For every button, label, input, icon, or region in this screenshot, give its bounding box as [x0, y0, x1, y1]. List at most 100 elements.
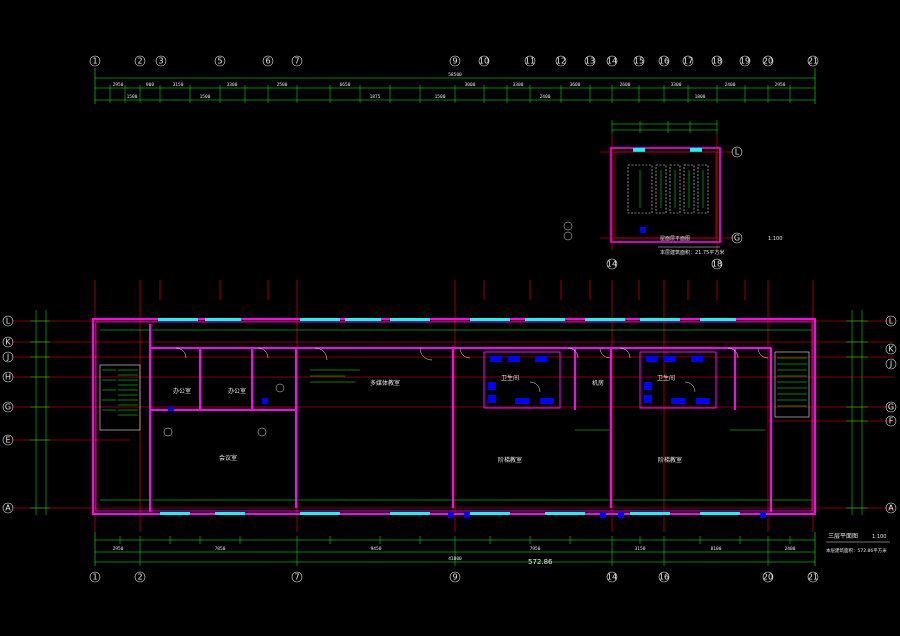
- svg-text:3300: 3300: [513, 82, 524, 88]
- detail-axis-label: L: [735, 148, 740, 157]
- svg-text:2600: 2600: [620, 82, 631, 88]
- axis-label: 5: [217, 57, 222, 66]
- svg-text:9: 9: [452, 573, 457, 582]
- svg-text:1500: 1500: [127, 94, 138, 100]
- axis-label: 6: [265, 57, 270, 66]
- svg-text:2400: 2400: [785, 546, 796, 552]
- axis-label: 18: [712, 57, 722, 66]
- axis-label: 14: [607, 57, 617, 66]
- svg-text:9450: 9450: [371, 546, 382, 552]
- axis-label: 10: [479, 57, 489, 66]
- plan-scale: 1:100: [872, 534, 886, 540]
- right-stair: [774, 351, 810, 418]
- axis-label: 12: [556, 57, 566, 66]
- detail-axis-label: 18: [712, 260, 722, 269]
- detail-scale: 1:100: [768, 236, 782, 242]
- right-axis-bubbles: [885, 315, 897, 514]
- main-walls: [92, 318, 816, 515]
- total-area-label: 572.86: [528, 558, 553, 566]
- room-labels: 办公室 办公室 会议室 多媒体教室 阶梯教室 阶梯教室 机房 卫生间 卫生间: [173, 374, 682, 464]
- svg-text:3300: 3300: [227, 82, 238, 88]
- top-dim-ticks: [109, 85, 791, 103]
- svg-text:6650: 6650: [340, 82, 351, 88]
- axis-label: 1: [92, 57, 97, 66]
- left-dims: [30, 310, 50, 515]
- room-office2: 办公室: [228, 387, 246, 395]
- svg-text:1: 1: [92, 573, 97, 582]
- toilet-right: [639, 351, 717, 409]
- svg-text:2500: 2500: [277, 82, 288, 88]
- svg-text:2950: 2950: [113, 82, 124, 88]
- svg-text:G: G: [5, 403, 11, 412]
- svg-text:41800: 41800: [448, 556, 462, 562]
- axis-label: 17: [683, 57, 693, 66]
- svg-text:3300: 3300: [671, 82, 682, 88]
- axis-label: 20: [763, 57, 773, 66]
- bottom-axis-labels: 1 2 7 9 14 16 20 21: [92, 573, 818, 582]
- svg-text:7950: 7950: [530, 546, 541, 552]
- left-stair: [99, 364, 141, 431]
- room-meeting: 会议室: [219, 454, 237, 462]
- svg-text:K: K: [888, 345, 894, 354]
- room-wc-left: 卫生间: [501, 374, 519, 382]
- section-marks: [163, 383, 285, 437]
- svg-text:3600: 3600: [570, 82, 581, 88]
- svg-text:14: 14: [607, 573, 617, 582]
- svg-text:20: 20: [763, 573, 773, 582]
- axis-label: 9: [452, 57, 457, 66]
- left-axis-labels: L K J H G E A: [5, 317, 11, 513]
- windows: [158, 318, 740, 515]
- svg-text:K: K: [5, 338, 11, 347]
- axis-label: 21: [808, 57, 818, 66]
- svg-text:1500: 1500: [435, 94, 446, 100]
- room-conf-b: 阶梯教室: [658, 456, 682, 464]
- svg-text:1800: 1800: [695, 94, 706, 100]
- svg-text:900: 900: [146, 82, 154, 88]
- svg-text:E: E: [5, 436, 10, 445]
- svg-text:L: L: [6, 317, 11, 326]
- axis-label: 2: [137, 57, 142, 66]
- left-axis-bubbles: [2, 315, 14, 514]
- svg-text:58500: 58500: [448, 72, 462, 78]
- right-dims: [846, 310, 868, 515]
- blue-markers: [168, 398, 766, 518]
- axis-label: 15: [634, 57, 644, 66]
- title-block: 三层平面图 1:100 本层建筑面积：572.86平方米: [826, 533, 890, 554]
- axis-label: 16: [659, 57, 669, 66]
- svg-text:F: F: [889, 417, 894, 426]
- svg-text:3150: 3150: [173, 82, 184, 88]
- svg-text:L: L: [889, 317, 894, 326]
- inner-dims: [100, 329, 812, 501]
- svg-text:2: 2: [137, 573, 142, 582]
- svg-text:A: A: [888, 504, 894, 513]
- detail-axis-label: 14: [607, 260, 617, 269]
- svg-text:J: J: [889, 360, 892, 369]
- svg-text:16: 16: [659, 573, 669, 582]
- svg-text:3150: 3150: [635, 546, 646, 552]
- axis-label: 19: [740, 57, 750, 66]
- svg-text:2400: 2400: [540, 94, 551, 100]
- svg-text:A: A: [5, 504, 11, 513]
- svg-text:2950: 2950: [113, 546, 124, 552]
- bottom-axis-bubbles: [89, 571, 819, 583]
- axis-label: 13: [585, 57, 595, 66]
- room-office1: 办公室: [173, 387, 191, 395]
- detail-title: 屋面层平面图: [660, 236, 690, 242]
- right-axis-labels: L K J G F A: [888, 317, 894, 513]
- bottom-dim-ticks: [119, 536, 791, 566]
- top-dim-texts: 58500 2950 900 3150 3300 2500 6650 3000 3300…: [113, 72, 786, 100]
- svg-text:1500: 1500: [200, 94, 211, 100]
- svg-text:1875: 1875: [370, 94, 381, 100]
- top-axis-labels: 1 2 3 5 6 7 9 10 11 12 13 14 15 16 17 18…: [92, 57, 818, 66]
- svg-text:7850: 7850: [215, 546, 226, 552]
- detail-note: 本层建筑面积：21.75平方米: [660, 249, 724, 256]
- toilet-left: [483, 351, 561, 409]
- detail-axis-label: G: [734, 234, 740, 243]
- svg-text:3000: 3000: [465, 82, 476, 88]
- top-axis-bubbles: [89, 55, 819, 67]
- svg-text:H: H: [5, 373, 11, 382]
- plan-title: 三层平面图: [828, 533, 858, 540]
- room-conf-a: 阶梯教室: [498, 456, 522, 464]
